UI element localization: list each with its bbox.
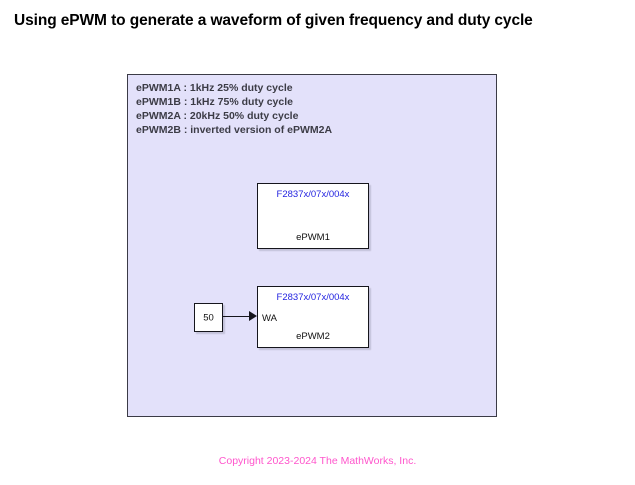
annotation-text-block[interactable]: ePWM1A : 1kHz 25% duty cycle ePWM1B : 1k… [132, 78, 336, 139]
block-constant[interactable]: 50 [194, 303, 223, 332]
constant-value-label: 50 [203, 312, 214, 323]
annotation-line-epwm2a: ePWM2A : 20kHz 50% duty cycle [136, 110, 299, 122]
signal-arrow-icon [249, 311, 257, 321]
block-epwm2-name-label: ePWM2 [296, 331, 330, 342]
block-epwm1-name-label: ePWM1 [296, 232, 330, 243]
copyright-text: Copyright 2023-2024 The MathWorks, Inc. [218, 455, 417, 467]
simulink-model-canvas[interactable]: ePWM1A : 1kHz 25% duty cycle ePWM1B : 1k… [127, 74, 497, 417]
block-epwm1-header-label: F2837x/07x/004x [276, 189, 350, 200]
block-epwm2-header-label: F2837x/07x/004x [276, 292, 350, 303]
annotation-line-epwm1a: ePWM1A : 1kHz 25% duty cycle [136, 82, 293, 94]
block-epwm2[interactable]: F2837x/07x/004x WA ePWM2 [257, 286, 369, 348]
signal-line-constant-to-epwm2[interactable] [223, 316, 250, 317]
annotation-line-epwm1b: ePWM1B : 1kHz 75% duty cycle [136, 96, 293, 108]
block-epwm2-input-port-label: WA [262, 313, 277, 324]
annotation-line-epwm2b: ePWM2B : inverted version of ePWM2A [136, 124, 333, 136]
page-title: Using ePWM to generate a waveform of giv… [14, 12, 533, 29]
block-epwm1[interactable]: F2837x/07x/004x ePWM1 [257, 183, 369, 249]
